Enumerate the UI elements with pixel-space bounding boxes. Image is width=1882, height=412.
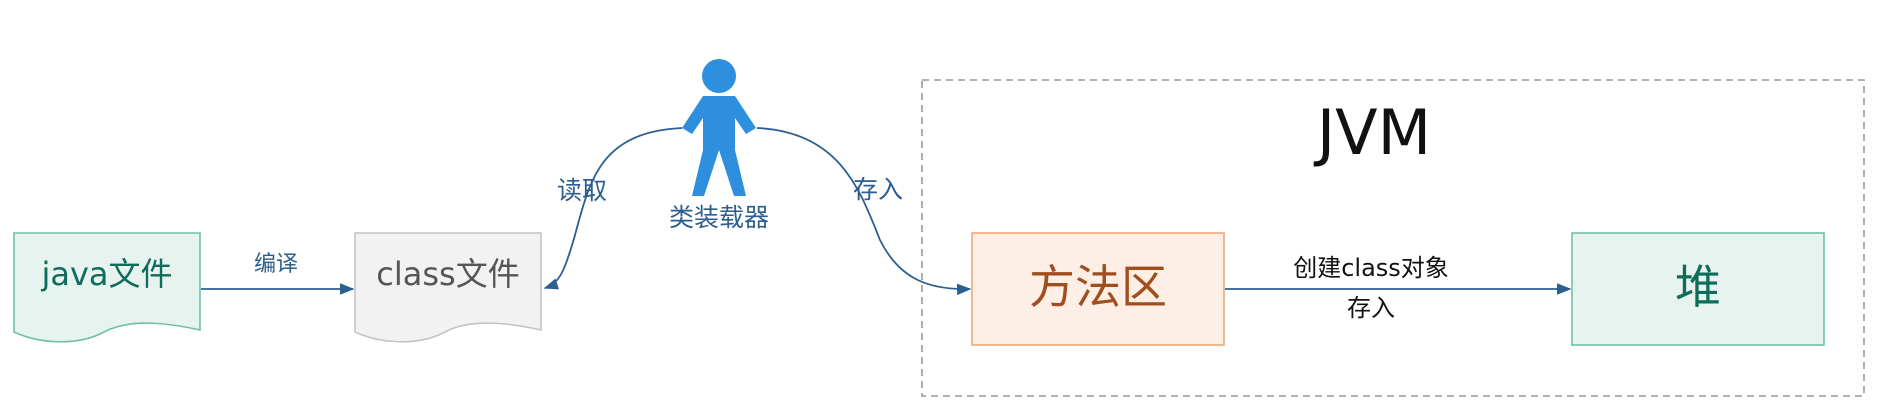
java-file-node[interactable]: java文件 xyxy=(13,232,201,343)
read-arrow xyxy=(543,127,683,290)
jvm-container xyxy=(921,79,1865,397)
java-file-label: java文件 xyxy=(40,255,172,293)
heap-node[interactable]: 堆 xyxy=(1571,232,1825,346)
loader-label: 类装载器 xyxy=(669,203,769,232)
method-area-box xyxy=(971,232,1225,346)
jvm-title: JVM xyxy=(1313,96,1431,169)
create-object-label: 创建class对象 xyxy=(1293,254,1449,282)
compile-label: 编译 xyxy=(254,252,298,277)
read-label: 读取 xyxy=(557,176,607,205)
store-heap-label: 存入 xyxy=(1347,294,1395,322)
heap-box xyxy=(1571,232,1825,346)
store-loader-label: 存入 xyxy=(853,175,903,204)
class-file-node[interactable]: class文件 xyxy=(354,232,542,343)
heap-label: 堆 xyxy=(1675,260,1721,314)
method-area-label: 方法区 xyxy=(1029,260,1167,314)
class-file-label: class文件 xyxy=(376,255,519,293)
person-icon xyxy=(682,59,756,196)
class-file-shape xyxy=(354,232,542,343)
method-area-node[interactable]: 方法区 xyxy=(971,232,1225,346)
java-file-shape xyxy=(13,232,201,343)
store-loader-arrow xyxy=(756,127,972,296)
